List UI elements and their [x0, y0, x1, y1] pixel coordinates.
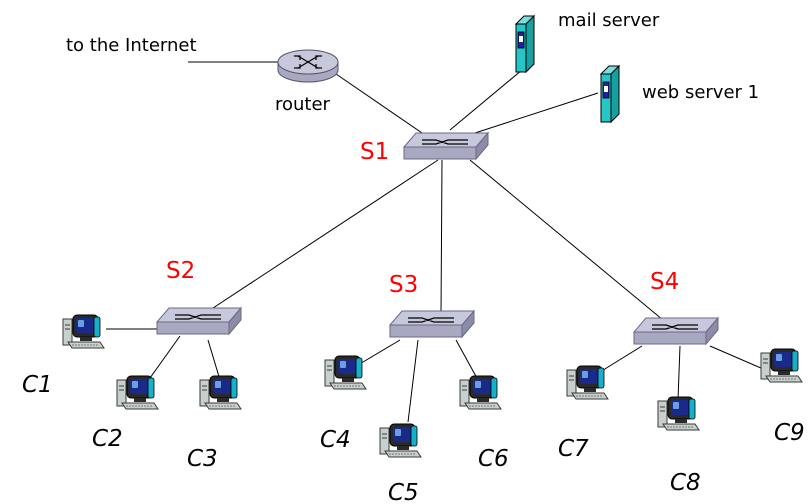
client-c5-label: C5 — [388, 480, 419, 504]
switch-s4-label: S4 — [650, 269, 679, 295]
switch-s1-icon — [403, 132, 489, 160]
client-c2-label: C2 — [92, 426, 123, 452]
switch-s1-label: S1 — [360, 139, 389, 165]
web-server-icon — [600, 65, 620, 123]
client-c4-label: C4 — [320, 427, 351, 453]
computer-c8-icon — [657, 396, 700, 431]
mail-server-icon — [515, 15, 535, 73]
computer-c6-icon — [459, 375, 502, 410]
router-label: router — [275, 94, 331, 115]
internet-label: to the Internet — [66, 35, 197, 56]
switch-s4-icon — [633, 317, 719, 345]
client-c3-label: C3 — [187, 446, 218, 472]
client-c6-label: C6 — [478, 446, 509, 472]
mail-server-label: mail server — [558, 10, 660, 31]
computer-c3-icon — [199, 375, 242, 410]
client-c1-label: C1 — [22, 372, 53, 398]
network-links — [106, 61, 771, 423]
client-c8-label: C8 — [670, 470, 701, 496]
router-icon — [277, 49, 339, 83]
client-c9-label: C9 — [774, 420, 805, 446]
switch-s2-label: S2 — [166, 258, 195, 284]
client-c7-label: C7 — [558, 436, 589, 462]
switch-s3-icon — [389, 310, 475, 338]
computer-c5-icon — [379, 423, 422, 458]
computer-c7-icon — [566, 365, 609, 400]
switch-s2-icon — [156, 307, 242, 335]
switch-s3-label: S3 — [389, 272, 418, 298]
web-server-label: web server 1 — [642, 82, 759, 103]
computer-c9-icon — [760, 348, 803, 383]
computer-c2-icon — [116, 375, 159, 410]
computer-c4-icon — [324, 355, 367, 390]
computer-c1-icon — [62, 314, 105, 349]
